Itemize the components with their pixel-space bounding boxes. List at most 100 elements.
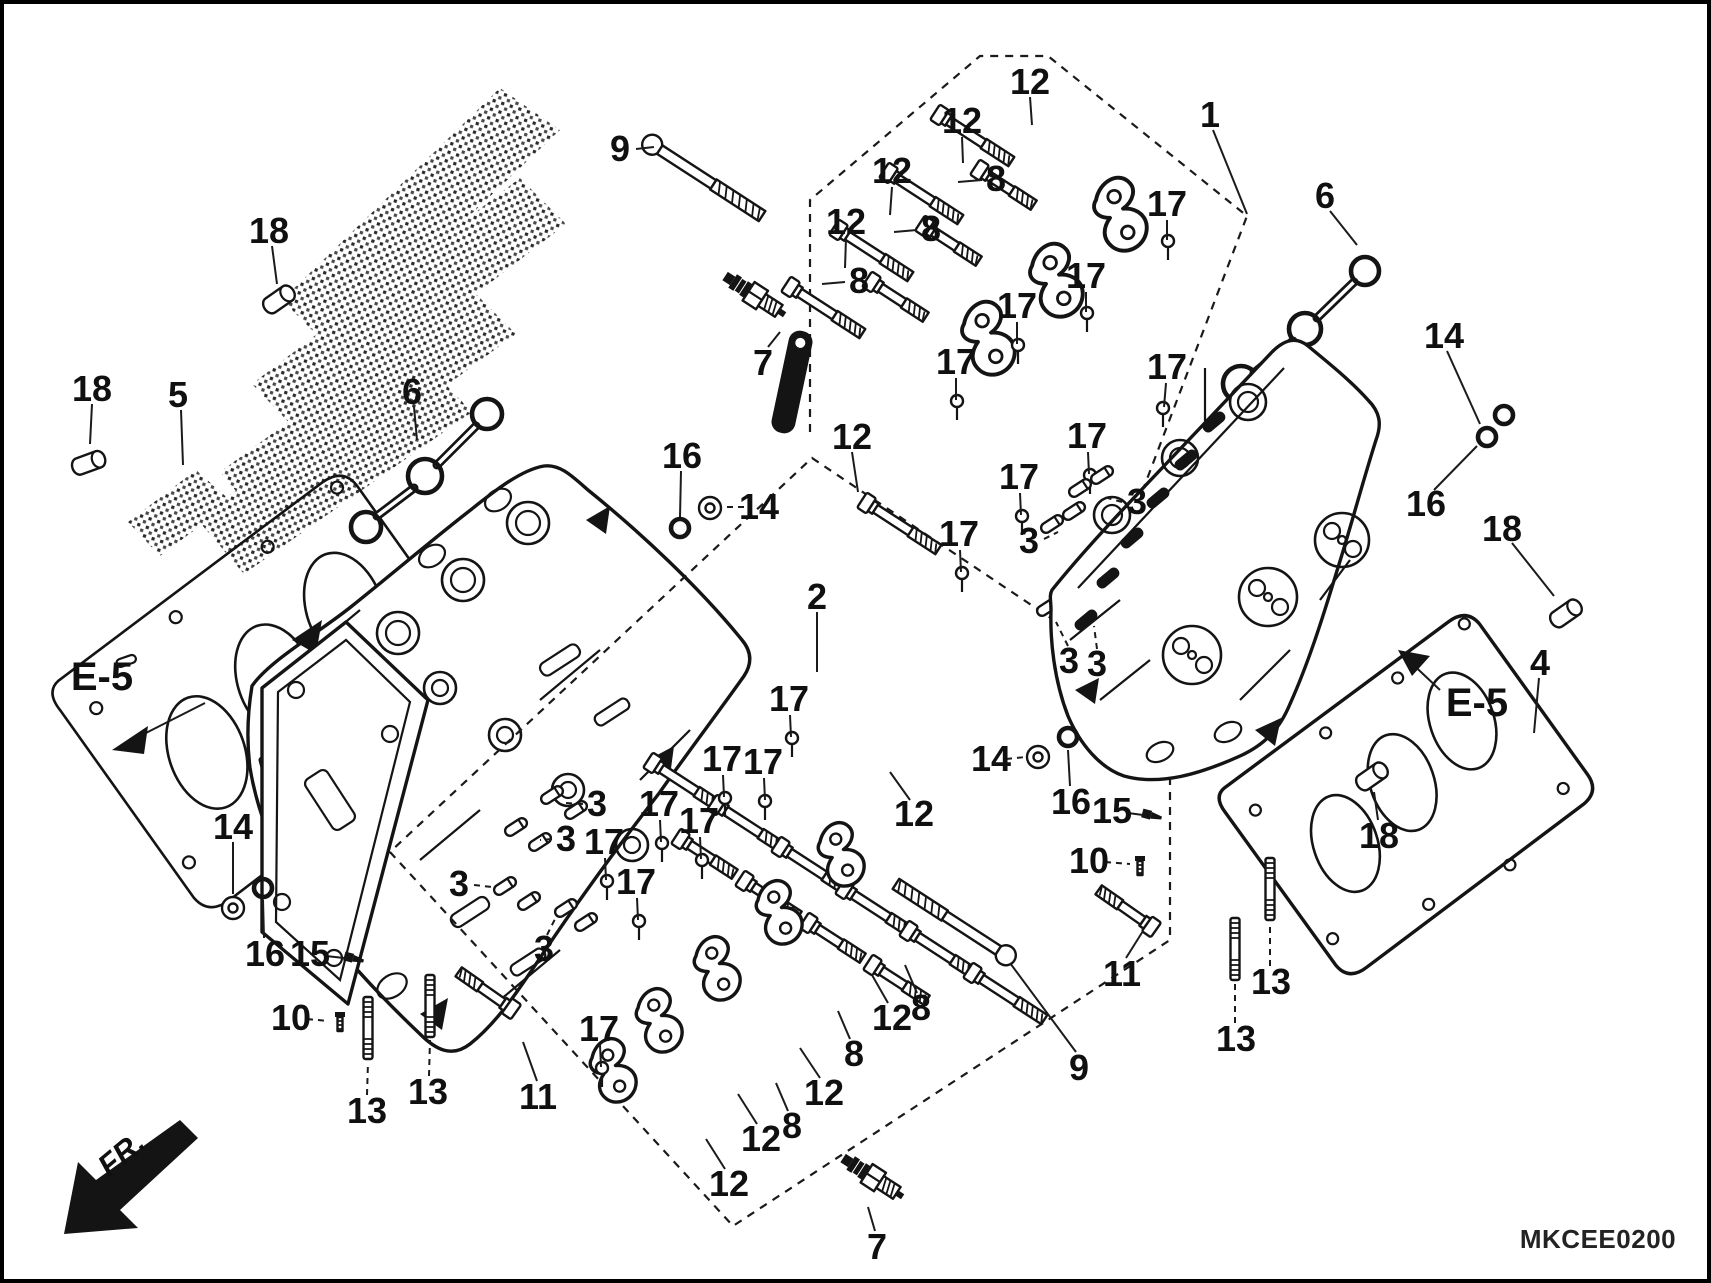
callout-5: 5 [168,374,188,415]
leader-line [1103,496,1123,503]
leader-line [705,1138,726,1170]
leader-line [1067,749,1071,787]
leader-line [262,899,265,939]
callout-17: 17 [769,678,809,719]
callout-7: 7 [753,342,773,383]
callout-12: 12 [872,150,912,191]
leader-line [604,857,607,881]
leader-line [1005,756,1027,760]
drawing-code: MKCEE0200 [1520,1224,1676,1254]
leader-line [1104,861,1131,865]
leader-line [775,1082,789,1112]
leader-line [851,451,859,493]
leader-line [957,179,983,183]
callout-8: 8 [921,208,941,249]
callout-11: 11 [519,1076,557,1117]
callout-1: 1 [1200,94,1220,135]
callout-8: 8 [782,1105,802,1146]
leader-line [1433,445,1478,491]
callout-12: 12 [872,997,912,1038]
leader-line [636,897,639,921]
callout-13: 13 [1216,1018,1256,1059]
leader-line [679,470,682,518]
callout-12: 12 [709,1163,749,1204]
callout-14: 14 [971,738,1011,779]
callout-6: 6 [1315,175,1335,216]
callout-17: 17 [1147,183,1187,224]
callout-12: 12 [741,1118,781,1159]
group-boundary-1 [808,54,1249,509]
cylinder-head-left [246,464,752,1053]
callout-17: 17 [743,741,783,782]
leader-line [889,186,893,216]
section-ref-label: E-5 [1446,681,1508,725]
callout-10: 10 [271,997,311,1038]
callout-9: 9 [1069,1047,1089,1088]
callout-11: 11 [1103,953,1141,994]
leader-line [722,774,725,798]
leader-line [737,1093,758,1125]
callout-16: 16 [1051,781,1091,822]
stud-icon [1264,856,1276,922]
callout-17: 17 [579,1008,619,1049]
stud-icon [1229,916,1241,982]
leader-line [1329,210,1358,246]
washer-icon [1025,744,1051,770]
leader-line [659,819,662,843]
callout-17: 17 [639,783,679,824]
callout-14: 14 [739,486,779,527]
halftone-shading [128,88,566,574]
leader-line [1125,930,1144,959]
callout-8: 8 [986,158,1006,199]
callout-16: 16 [662,435,702,476]
callout-17: 17 [1067,415,1107,456]
leader-line [1212,129,1248,215]
callout-8: 8 [911,987,931,1028]
leader-line [1055,621,1069,647]
leader-line [1163,382,1167,408]
callout-14: 14 [213,806,253,847]
leader-line [889,771,911,801]
leader-line [1446,350,1481,425]
exhaust-gasket-left [348,396,505,545]
callout-3: 3 [1019,520,1039,561]
callout-18: 18 [1359,815,1399,856]
callout-12: 12 [832,416,872,457]
callout-8: 8 [849,260,869,301]
leader-line [1511,542,1555,597]
callout-17: 17 [939,513,979,554]
callout-17: 17 [1066,255,1106,296]
camshaft [771,330,813,434]
callout-7: 7 [867,1226,887,1267]
leader-line [271,245,278,285]
callout-12: 12 [804,1072,844,1113]
head-gasket-right [1217,613,1595,976]
callout-9: 9 [610,128,630,169]
leader-line [1043,531,1059,540]
callout-17: 17 [616,861,656,902]
leader-line [1087,451,1090,475]
leader-line [539,838,553,841]
callout-17: 17 [679,800,719,841]
callout-17: 17 [997,285,1037,326]
callout-10: 10 [1069,840,1109,881]
leader-line [1373,791,1379,821]
callout-17: 17 [702,738,742,779]
leader-line [325,955,345,959]
small-bolt-icon [333,1010,347,1033]
washer-icon [697,495,723,521]
cover-plate-left [260,620,430,1006]
callout-17: 17 [584,821,624,862]
leader-line [961,136,964,164]
leader-line [893,229,918,233]
leader-line [871,974,889,1004]
callout-12: 12 [1010,61,1050,102]
callout-18: 18 [249,210,289,251]
leader-line [844,237,847,269]
leader-line [413,406,418,441]
section-ref-arrow-left [112,702,206,754]
callout-12: 12 [826,201,866,242]
leader-line [821,281,846,285]
